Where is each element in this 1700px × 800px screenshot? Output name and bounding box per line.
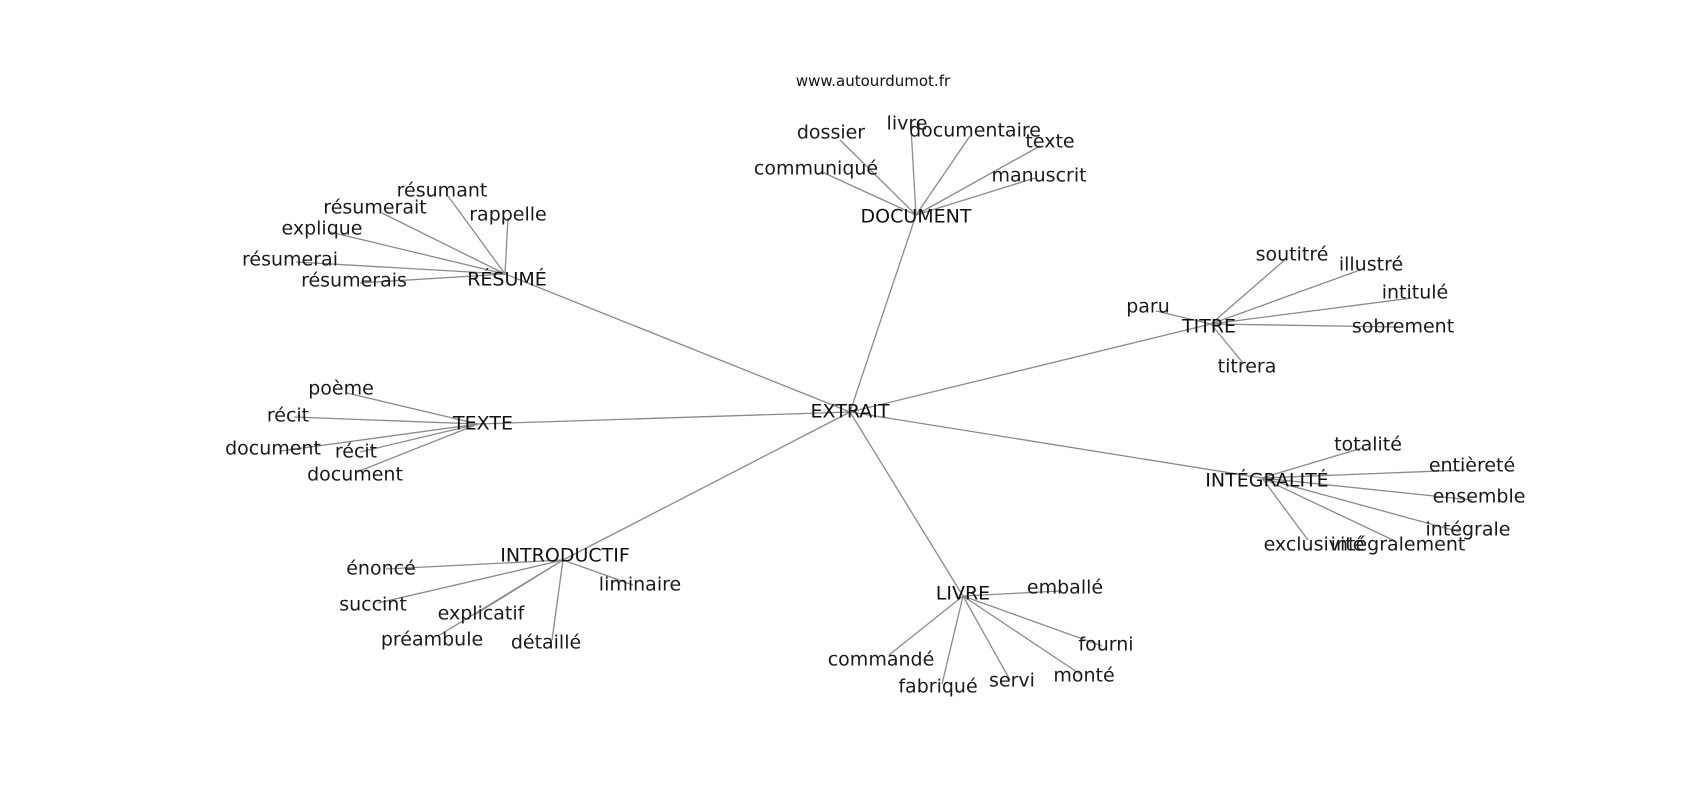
related-word[interactable]: résumerait	[323, 197, 426, 219]
edge-resume-1	[381, 212, 506, 275]
related-word[interactable]: poème	[308, 378, 374, 400]
hub-word-titre[interactable]: TITRE	[1181, 316, 1236, 338]
related-word[interactable]: livre	[887, 113, 928, 135]
edge-introductif-3	[437, 559, 564, 637]
edge-livre-3	[941, 595, 964, 685]
edge-livre-2	[962, 595, 1103, 647]
edge-livre-1	[888, 595, 964, 656]
edge-introductif-5	[562, 559, 634, 586]
related-word[interactable]: exclusivité	[1264, 534, 1365, 556]
edge-texte-1	[293, 416, 479, 425]
edge-center-document	[849, 214, 917, 413]
hub-word-livre[interactable]: LIVRE	[936, 583, 990, 605]
edge-livre-5	[962, 595, 1081, 675]
related-word[interactable]: servi	[989, 670, 1035, 692]
related-word[interactable]: paru	[1126, 296, 1170, 318]
related-word[interactable]: récit	[267, 405, 309, 427]
related-word[interactable]: énoncé	[346, 558, 416, 580]
related-word[interactable]: résumant	[397, 180, 488, 202]
related-word[interactable]: intitulé	[1382, 282, 1449, 304]
edge-introductif-0	[385, 559, 564, 570]
edge-titre-0	[1210, 257, 1288, 325]
related-word[interactable]: sobrement	[1352, 316, 1454, 338]
related-word[interactable]: soutitré	[1256, 244, 1329, 266]
hub-word-resume[interactable]: RÉSUMÉ	[467, 268, 547, 291]
edge-center-titre	[849, 323, 1212, 413]
related-word[interactable]: explique	[281, 218, 362, 240]
related-word[interactable]: fabriqué	[898, 676, 977, 698]
edge-center-texte	[477, 411, 851, 425]
hub-word-texte[interactable]: TEXTE	[452, 413, 513, 435]
related-word[interactable]: rappelle	[469, 204, 547, 226]
edge-integralite-3	[1261, 477, 1461, 533]
hub-word-integralite[interactable]: INTÉGRALITÉ	[1205, 469, 1328, 492]
related-word[interactable]: récit	[335, 441, 377, 463]
edge-introductif-1	[377, 559, 564, 604]
edge-document-0	[839, 139, 917, 216]
edge-titre-2	[1210, 297, 1413, 325]
related-word[interactable]: document	[307, 464, 403, 486]
edge-titre-5	[1210, 323, 1244, 364]
related-word[interactable]: dossier	[797, 122, 865, 144]
edge-center-introductif	[562, 411, 851, 561]
hub-word-introductif[interactable]: INTRODUCTIF	[500, 545, 630, 567]
related-word[interactable]: titrera	[1218, 356, 1277, 378]
edge-integralite-2	[1261, 477, 1473, 501]
related-word[interactable]: intégrale	[1426, 519, 1511, 541]
related-word[interactable]: illustré	[1339, 254, 1403, 276]
edge-integralite-5	[1261, 477, 1396, 542]
related-word[interactable]: monté	[1053, 665, 1114, 687]
edge-document-2	[915, 135, 971, 216]
edge-titre-4	[1210, 323, 1400, 328]
edge-integralite-1	[1261, 469, 1466, 479]
related-word[interactable]: document	[225, 438, 321, 460]
related-word[interactable]: résumerai	[242, 249, 338, 271]
edge-integralite-4	[1261, 477, 1309, 541]
center-word-node[interactable]: EXTRAIT	[811, 401, 890, 423]
edge-center-integralite	[849, 411, 1263, 479]
edge-resume-3	[329, 231, 506, 275]
edge-texte-4	[356, 423, 479, 473]
related-word[interactable]: communiqué	[754, 158, 878, 180]
related-word[interactable]: résumerais	[301, 270, 407, 292]
related-word[interactable]: emballé	[1027, 577, 1103, 599]
edge-resume-2	[504, 217, 509, 275]
edge-integralite-0	[1261, 447, 1363, 479]
related-word[interactable]: texte	[1025, 131, 1074, 153]
edge-document-3	[915, 145, 1041, 216]
edge-texte-3	[359, 423, 479, 453]
edge-resume-4	[295, 261, 506, 275]
edge-document-1	[910, 127, 917, 216]
related-word[interactable]: documentaire	[909, 120, 1041, 142]
related-word[interactable]: commandé	[828, 649, 935, 671]
edge-titre-3	[1155, 310, 1212, 325]
edge-center-resume	[504, 273, 851, 413]
related-word[interactable]: totalité	[1334, 434, 1402, 456]
related-word[interactable]: manuscrit	[991, 165, 1086, 187]
edge-document-5	[915, 177, 1036, 216]
edge-introductif-4	[551, 559, 564, 641]
edge-livre-0	[962, 590, 1061, 597]
edge-resume-0	[447, 195, 506, 275]
edge-titre-1	[1210, 269, 1361, 325]
edge-resume-5	[359, 273, 506, 284]
hub-word-document[interactable]: DOCUMENT	[861, 206, 972, 228]
related-word[interactable]: détaillé	[511, 632, 581, 654]
edge-texte-0	[346, 392, 479, 425]
related-word[interactable]: succint	[339, 594, 407, 616]
related-word[interactable]: préambule	[381, 629, 483, 651]
related-word[interactable]: ensemble	[1433, 486, 1526, 508]
edge-document-4	[821, 171, 917, 216]
edge-center-livre	[849, 411, 964, 597]
related-word[interactable]: entièreté	[1429, 455, 1515, 477]
related-word[interactable]: liminaire	[599, 574, 681, 596]
related-word[interactable]: fourni	[1078, 634, 1133, 656]
related-word[interactable]: explicatif	[438, 603, 526, 625]
edge-livre-4	[962, 595, 1011, 681]
edge-texte-2	[280, 423, 479, 452]
related-word[interactable]: intégralement	[1331, 534, 1466, 556]
